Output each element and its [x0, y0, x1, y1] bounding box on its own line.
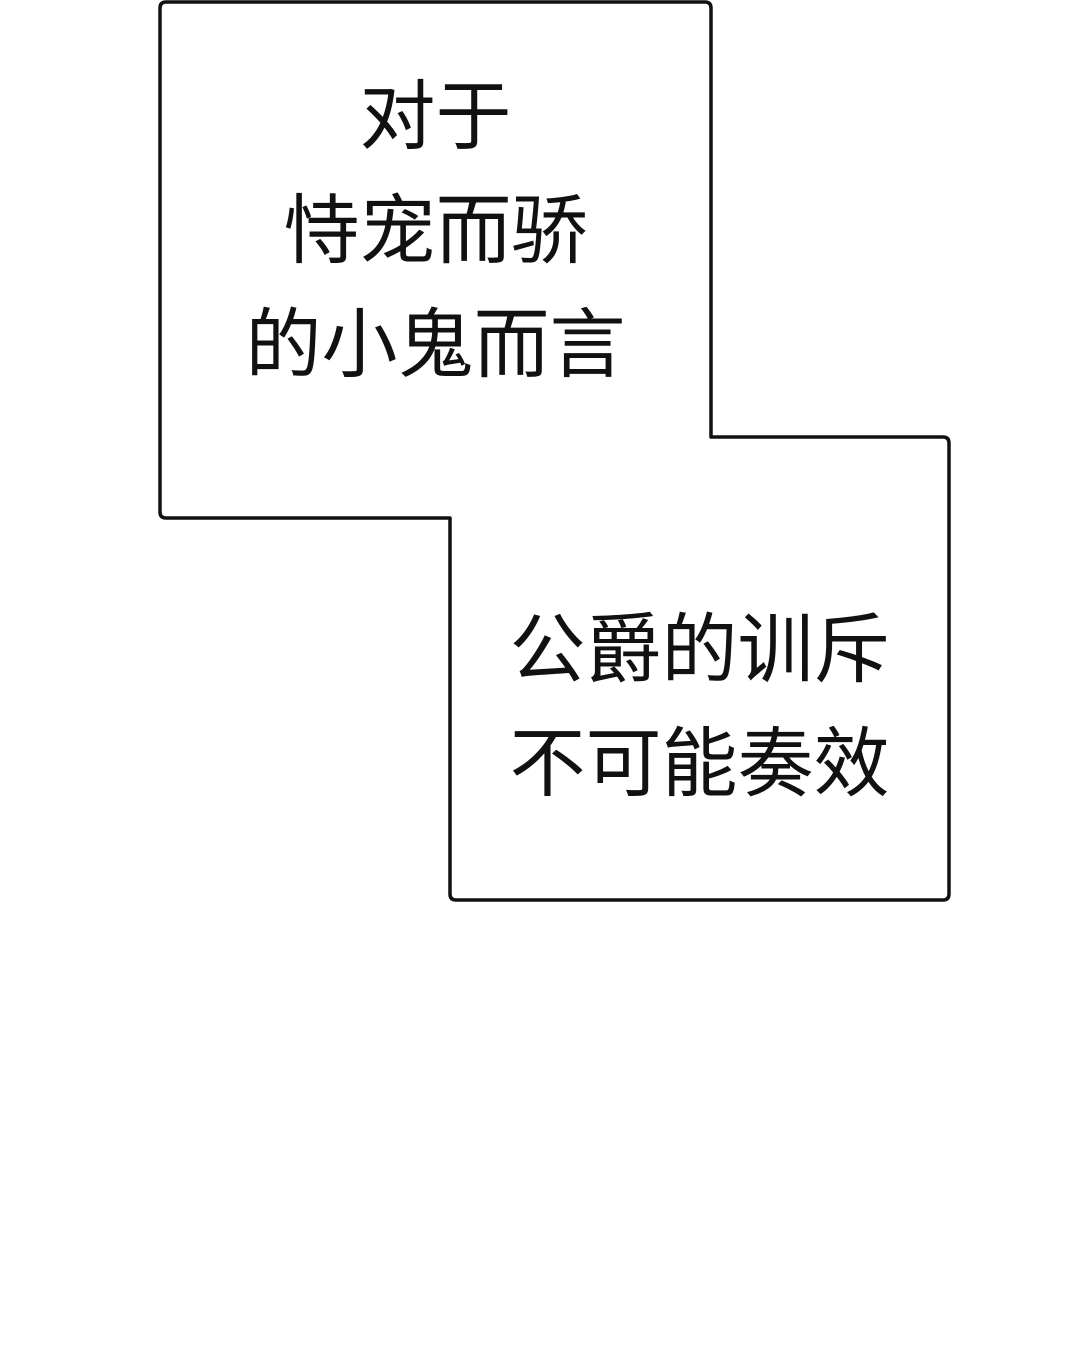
caption-line: 不可能奏效 [509, 719, 890, 808]
caption-line: 对于 [359, 72, 512, 161]
caption-top: 对于 恃宠而骄 的小鬼而言 [160, 60, 711, 402]
caption-line: 的小鬼而言 [245, 300, 626, 389]
caption-bottom: 公爵的训斥 不可能奏效 [450, 593, 949, 821]
caption-line: 恃宠而骄 [283, 186, 588, 275]
caption-line: 公爵的训斥 [509, 605, 890, 694]
